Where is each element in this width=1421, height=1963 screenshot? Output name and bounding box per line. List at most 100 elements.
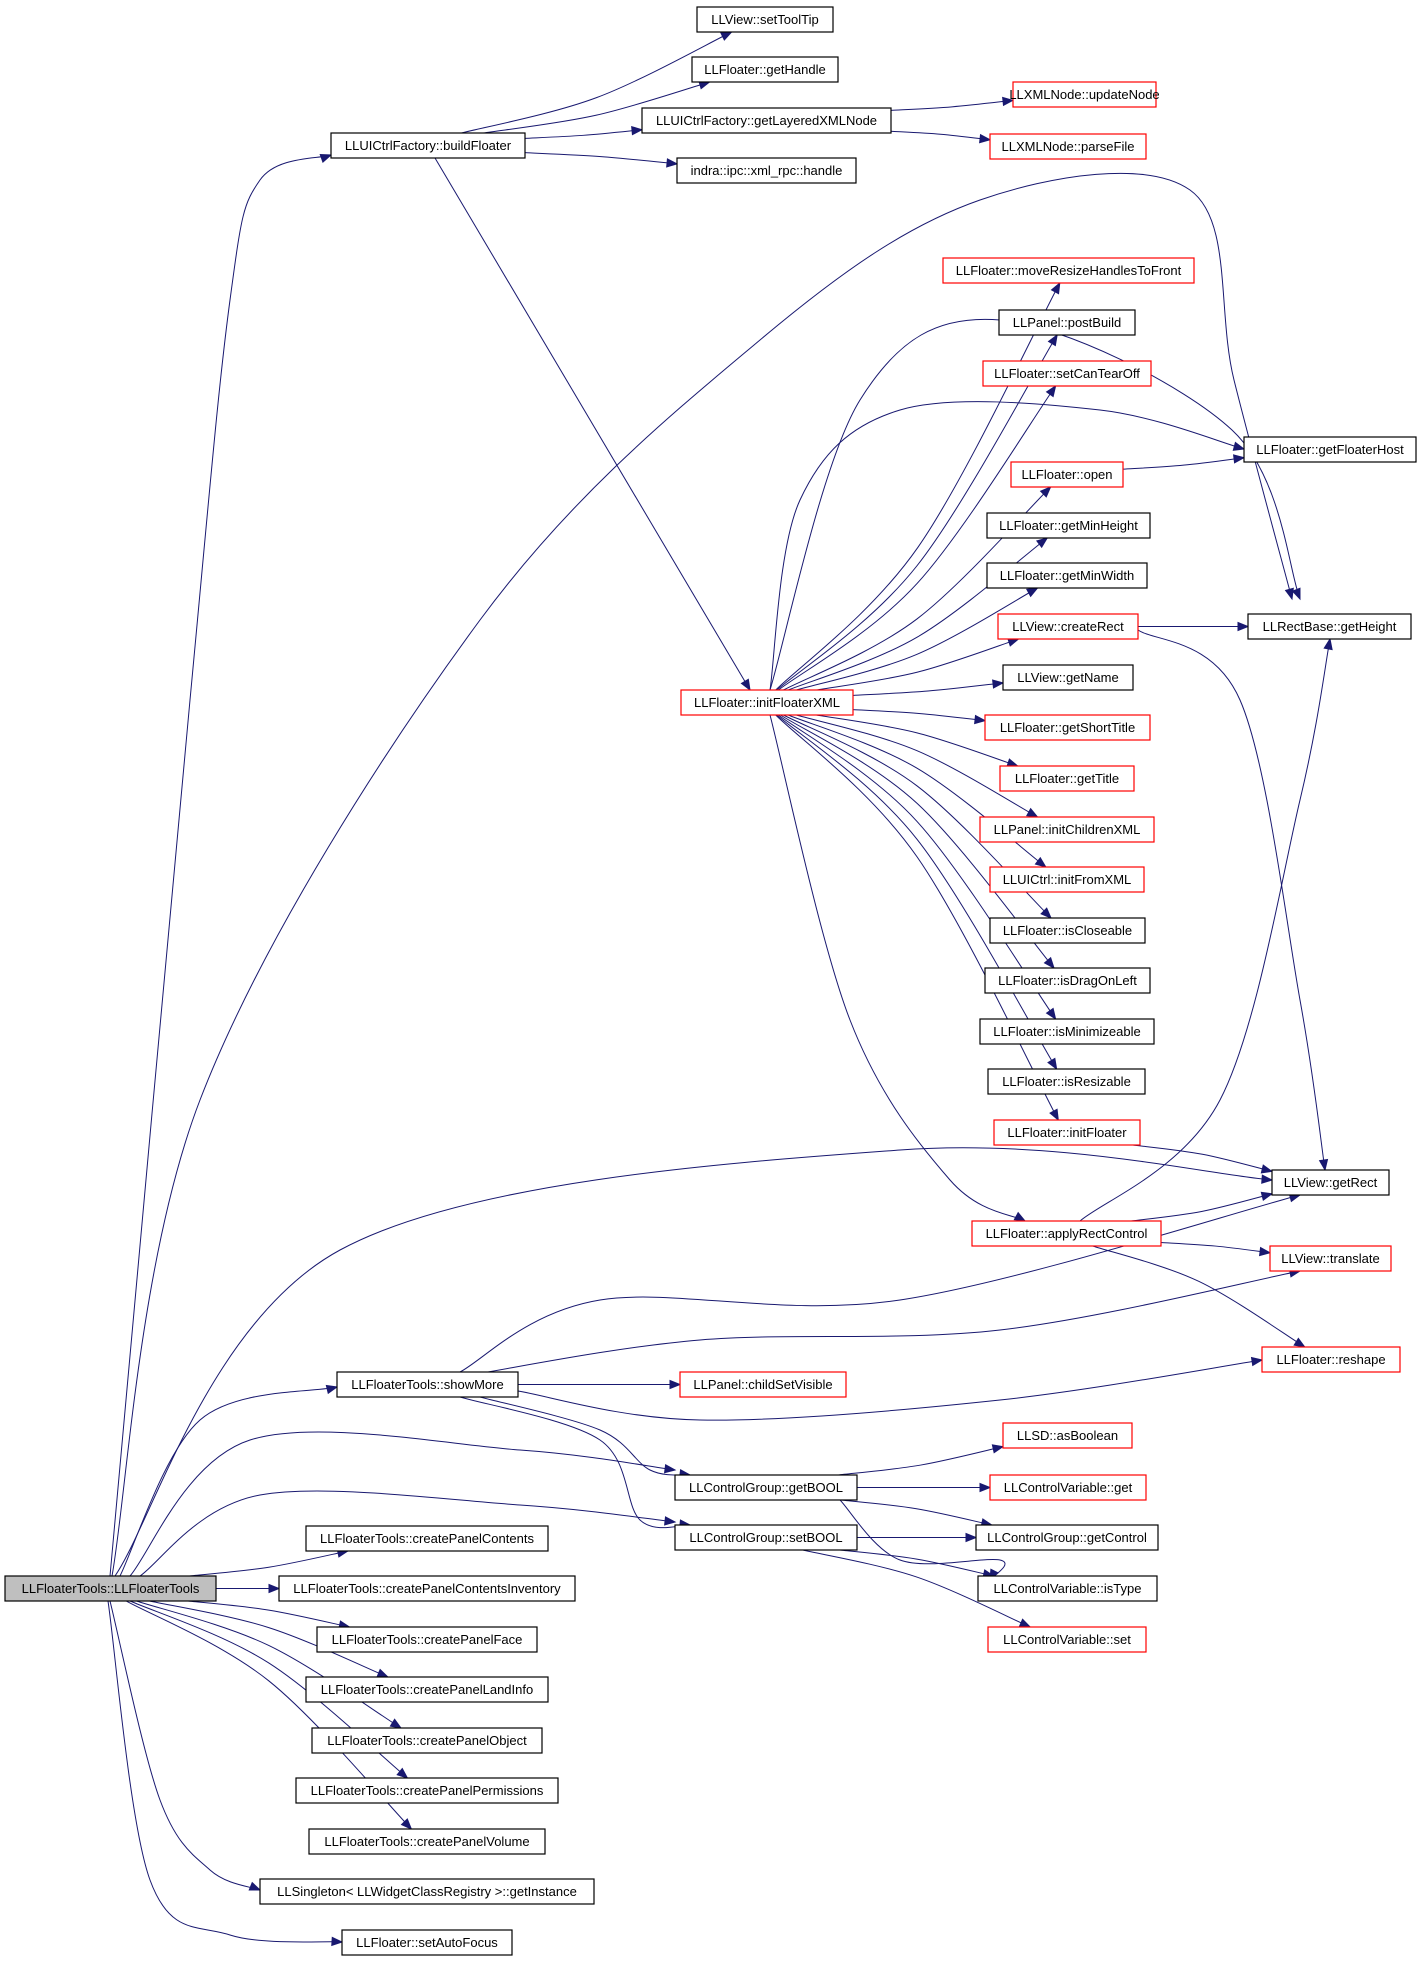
call-edge-root-to-cpContents [189, 1550, 348, 1577]
call-edge-arrowhead [268, 1583, 281, 1594]
graph-node-getInstance[interactable]: LLSingleton< LLWidgetClassRegistry >::ge… [259, 1878, 595, 1905]
call-edge-initFloaterXML-to-getFloaterHost [769, 401, 1245, 691]
graph-node-initFloaterXML[interactable]: LLFloater::initFloaterXML [680, 689, 854, 716]
graph-node-cpVolume[interactable]: LLFloaterTools::createPanelVolume [308, 1828, 546, 1855]
graph-node-asBoolean[interactable]: LLSD::asBoolean [1002, 1422, 1133, 1449]
call-edge-arrowhead [1047, 1057, 1058, 1071]
graph-node-moveResize[interactable]: LLFloater::moveResizeHandlesToFront [942, 257, 1195, 284]
graph-node-cpContents[interactable]: LLFloaterTools::createPanelContents [305, 1525, 549, 1552]
graph-node-cpObject[interactable]: LLFloaterTools::createPanelObject [311, 1727, 543, 1754]
graph-node-box [679, 1371, 847, 1398]
call-edge-setBOOL-to-cvSet [802, 1549, 1031, 1628]
graph-node-buildFloater[interactable]: LLUICtrlFactory::buildFloater [330, 132, 526, 159]
graph-node-box [341, 1929, 513, 1956]
graph-node-cvSet[interactable]: LLControlVariable::set [987, 1626, 1147, 1653]
graph-node-translate[interactable]: LLView::translate [1269, 1245, 1392, 1272]
graph-node-getHeight[interactable]: LLRectBase::getHeight [1247, 613, 1412, 640]
graph-node-getMinWidth[interactable]: LLFloater::getMinWidth [986, 562, 1148, 589]
graph-node-label: LLFloaterTools::createPanelContentsInven… [293, 1581, 561, 1596]
call-edge-arrowhead [1049, 1108, 1059, 1122]
graph-node-box [975, 1524, 1159, 1551]
call-edge-arrowhead [1025, 807, 1039, 818]
graph-node-childSetVisible[interactable]: LLPanel::childSetVisible [679, 1371, 847, 1398]
graph-node-label: LLPanel::initChildrenXML [994, 822, 1141, 837]
graph-node-reshape[interactable]: LLFloater::reshape [1261, 1346, 1401, 1373]
graph-node-box [676, 157, 857, 184]
graph-node-box [1002, 1422, 1133, 1449]
call-edge-applyRectControl-to-getHeight [1079, 638, 1331, 1222]
call-edge-setBOOL-to-isType [839, 1549, 994, 1577]
graph-node-box [1002, 664, 1134, 691]
graph-node-xmlrpcHandle[interactable]: indra::ipc::xml_rpc::handle [676, 157, 857, 184]
graph-node-getMinHeight[interactable]: LLFloater::getMinHeight [986, 512, 1151, 539]
graph-node-label: LLControlGroup::setBOOL [689, 1530, 842, 1545]
call-edge-arrowhead [1045, 384, 1057, 398]
graph-node-box [1271, 1169, 1390, 1196]
graph-node-cpLandInfo[interactable]: LLFloaterTools::createPanelLandInfo [305, 1676, 549, 1703]
graph-node-initFromXML[interactable]: LLUICtrl::initFromXML [989, 866, 1145, 893]
graph-node-label: LLFloater::getMinHeight [999, 518, 1138, 533]
graph-node-label: LLFloater::setAutoFocus [356, 1935, 498, 1950]
call-edge-arrowhead [396, 1767, 409, 1779]
graph-node-getRect[interactable]: LLView::getRect [1271, 1169, 1390, 1196]
graph-node-cvGet[interactable]: LLControlVariable::get [989, 1474, 1147, 1501]
graph-node-getTitle[interactable]: LLFloater::getTitle [999, 765, 1135, 792]
graph-node-label: LLFloater::isResizable [1002, 1074, 1131, 1089]
graph-node-isResizable[interactable]: LLFloater::isResizable [987, 1068, 1146, 1095]
call-edge-initFloaterXML-to-getMinHeight [788, 537, 1048, 691]
graph-node-getShortTitle[interactable]: LLFloater::getShortTitle [984, 714, 1151, 741]
call-edge-root-to-buildFloater [109, 154, 332, 1577]
call-edge-arrowhead [376, 1668, 390, 1678]
graph-node-getName[interactable]: LLView::getName [1002, 664, 1134, 691]
graph-node-label: LLFloater::applyRectControl [986, 1226, 1148, 1241]
graph-node-setBOOL[interactable]: LLControlGroup::setBOOL [674, 1524, 858, 1551]
graph-node-getFloaterHost[interactable]: LLFloater::getFloaterHost [1243, 436, 1417, 463]
graph-node-showMore[interactable]: LLFloaterTools::showMore [336, 1371, 519, 1398]
graph-node-initChildrenXML[interactable]: LLPanel::initChildrenXML [979, 816, 1155, 843]
graph-node-getBOOL[interactable]: LLControlGroup::getBOOL [674, 1474, 858, 1501]
graph-node-cpContentsInv[interactable]: LLFloaterTools::createPanelContentsInven… [278, 1575, 576, 1602]
graph-node-parseFile[interactable]: LLXMLNode::parseFile [989, 133, 1147, 160]
graph-node-box [1269, 1245, 1392, 1272]
graph-node-label: LLView::setToolTip [711, 12, 818, 27]
graph-node-label: LLView::getRect [1284, 1175, 1378, 1190]
graph-node-cpPermissions[interactable]: LLFloaterTools::createPanelPermissions [295, 1777, 559, 1804]
call-edge-arrowhead [400, 1818, 413, 1830]
graph-node-root[interactable]: LLFloaterTools::LLFloaterTools [4, 1575, 217, 1602]
graph-node-getHandle[interactable]: LLFloater::getHandle [691, 56, 839, 83]
graph-node-isMinimizeable[interactable]: LLFloater::isMinimizeable [979, 1018, 1155, 1045]
graph-node-box [1247, 613, 1412, 640]
call-edge-initFloaterXML-to-setCanTearOff [778, 385, 1057, 691]
graph-node-label: LLFloaterTools::createPanelFace [332, 1632, 523, 1647]
call-edge-arrowhead [331, 1936, 344, 1947]
graph-node-applyRectControl[interactable]: LLFloater::applyRectControl [971, 1220, 1162, 1247]
graph-node-label: LLFloater::getShortTitle [1000, 720, 1135, 735]
graph-node-getLayeredXMLNode[interactable]: LLUICtrlFactory::getLayeredXMLNode [641, 107, 892, 134]
call-edge-arrowhead [1047, 333, 1058, 347]
graph-node-updateNode[interactable]: LLXMLNode::updateNode [1009, 81, 1160, 108]
graph-node-isType[interactable]: LLControlVariable::isType [977, 1575, 1158, 1602]
call-edge-arrowhead [1260, 1191, 1274, 1201]
graph-node-isCloseable[interactable]: LLFloater::isCloseable [989, 917, 1146, 944]
graph-node-label: LLFloater::initFloaterXML [694, 695, 840, 710]
graph-node-initFloater[interactable]: LLFloater::initFloater [993, 1119, 1141, 1146]
graph-node-postBuild[interactable]: LLPanel::postBuild [998, 309, 1136, 336]
graph-node-box [979, 816, 1155, 843]
call-edge-getBOOL-to-isType [839, 1499, 1006, 1581]
graph-node-label: LLFloaterTools::createPanelContents [320, 1531, 534, 1546]
graph-node-setCanTearOff[interactable]: LLFloater::setCanTearOff [982, 360, 1152, 387]
call-edge-showMore-to-setBOOL [459, 1396, 691, 1529]
graph-node-createRect[interactable]: LLView::createRect [997, 613, 1139, 640]
graph-node-getControl[interactable]: LLControlGroup::getControl [975, 1524, 1159, 1551]
call-edge-arrowhead [1232, 454, 1246, 464]
call-edge-arrowhead [1043, 956, 1055, 970]
graph-node-setToolTip[interactable]: LLView::setToolTip [696, 6, 834, 33]
call-edge-createRect-to-getRect [1137, 629, 1326, 1171]
graph-node-setAutoFocus[interactable]: LLFloater::setAutoFocus [341, 1929, 513, 1956]
call-edge-getBOOL-to-asBoolean [838, 1446, 1004, 1476]
graph-node-label: indra::ipc::xml_rpc::handle [691, 163, 843, 178]
graph-node-open[interactable]: LLFloater::open [1010, 461, 1124, 488]
graph-node-cpFace[interactable]: LLFloaterTools::createPanelFace [316, 1626, 538, 1653]
graph-node-isDragOnLeft[interactable]: LLFloater::isDragOnLeft [984, 967, 1151, 994]
call-edge-initFloaterXML-to-getShortTitle [852, 709, 986, 722]
